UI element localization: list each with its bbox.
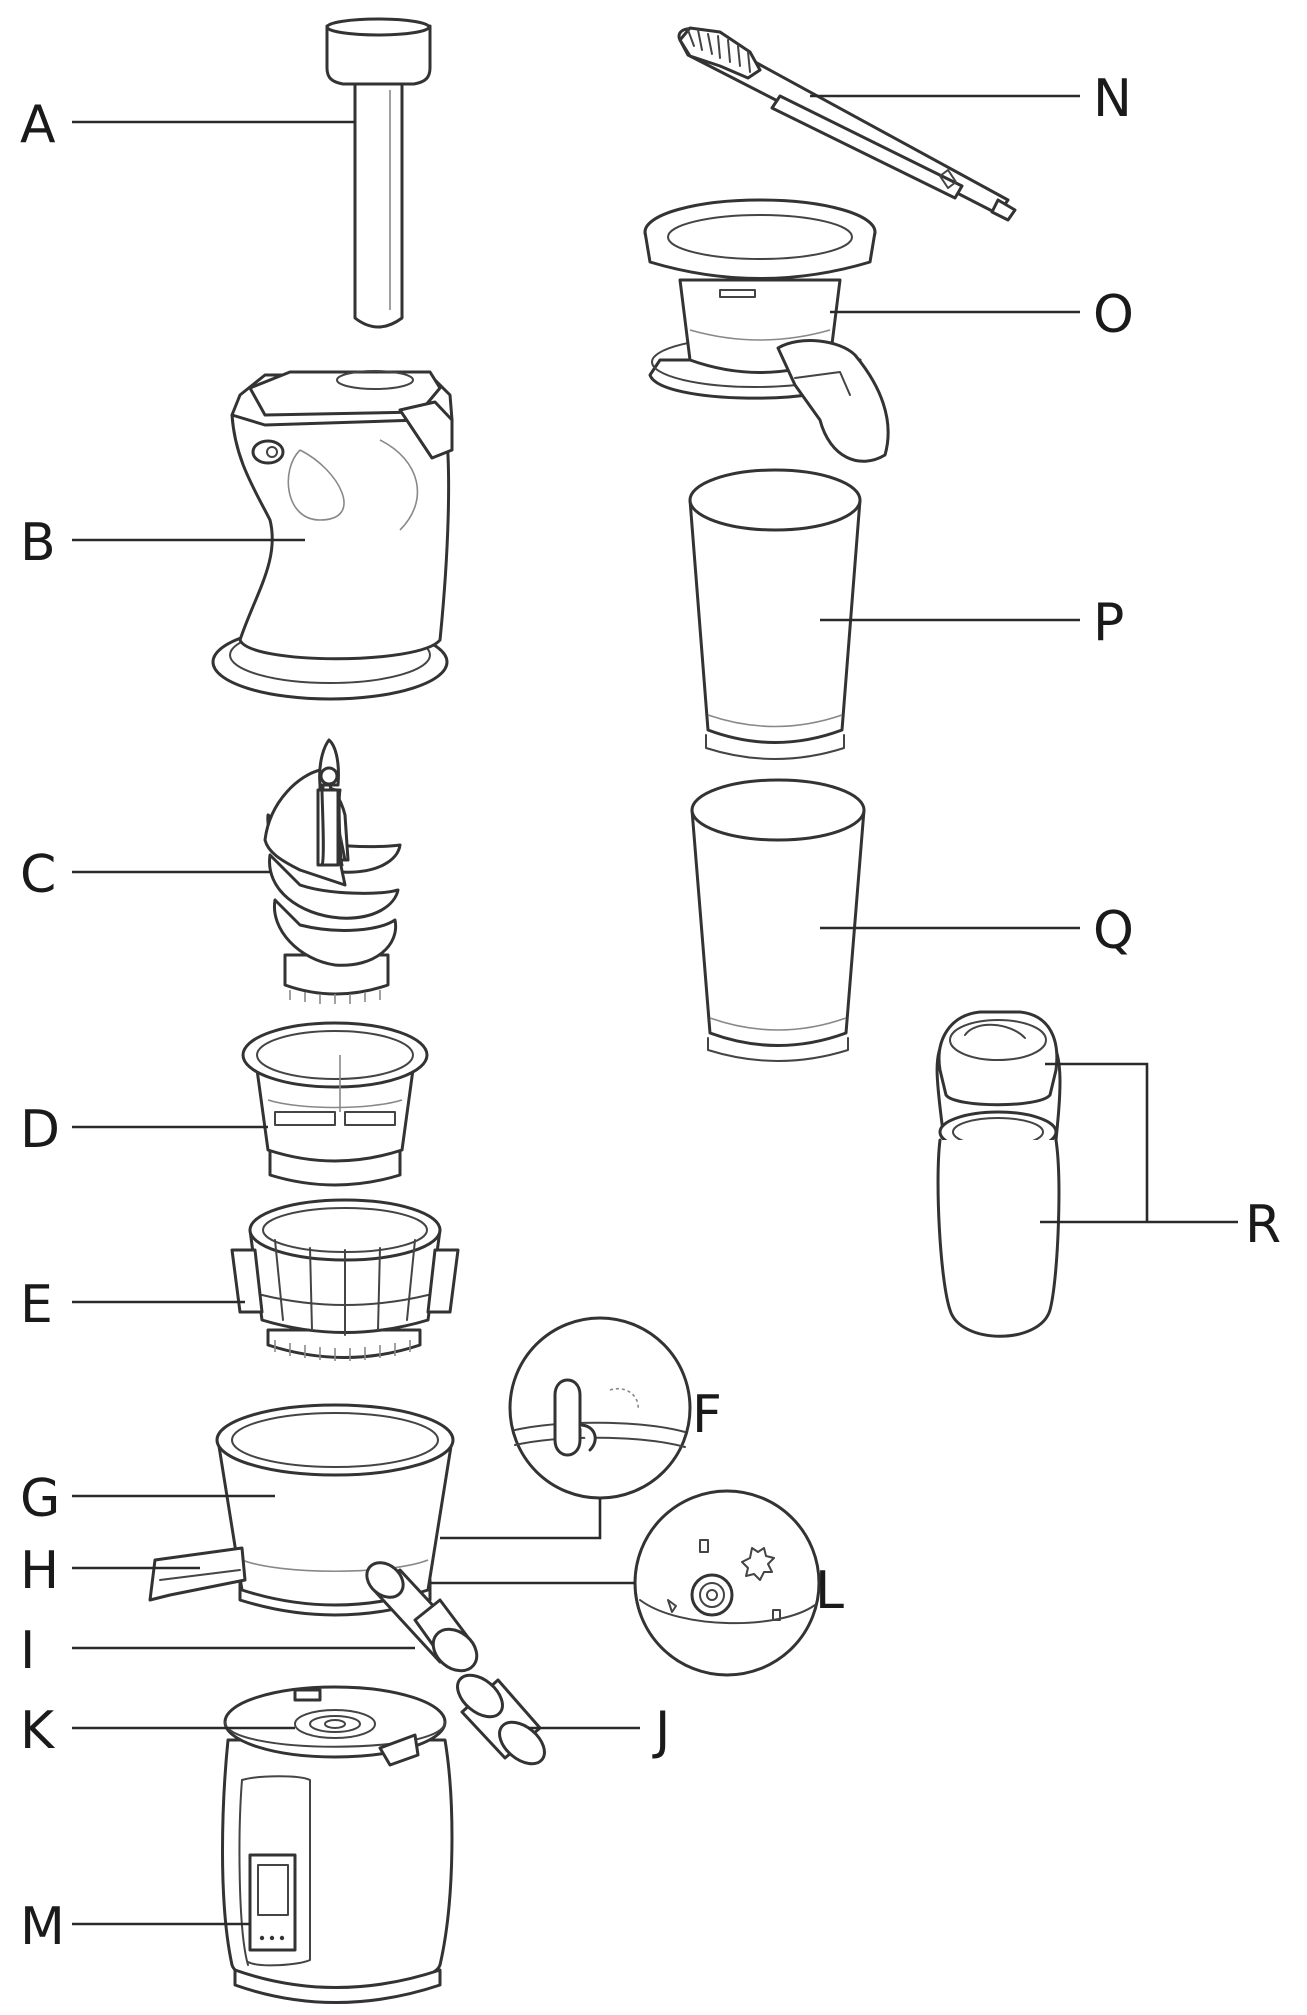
label-j: J <box>652 1701 670 1761</box>
part-i-juice-outlet <box>365 1561 479 1673</box>
part-d-strainer <box>241 1021 429 1187</box>
label-c: C <box>20 845 56 905</box>
label-m: M <box>20 1897 65 1957</box>
part-h-pulp-spout <box>148 1546 247 1602</box>
label-e: E <box>20 1275 53 1335</box>
part-a-pusher <box>325 17 432 329</box>
part-l-detail-bubble <box>633 1489 821 1677</box>
part-g-juicing-bowl <box>215 1403 455 1617</box>
leader-r <box>1040 1062 1238 1224</box>
part-f-detail-bubble <box>508 1316 692 1500</box>
label-q: Q <box>1093 901 1134 961</box>
part-o-pulp-container <box>643 198 890 463</box>
part-j-juice-cap <box>456 1673 546 1766</box>
leader-f <box>440 1498 602 1540</box>
label-n: N <box>1093 69 1132 129</box>
label-p: P <box>1093 593 1124 653</box>
label-r: R <box>1245 1195 1281 1255</box>
part-r-bottle <box>935 1010 1062 1338</box>
label-f: F <box>692 1385 722 1445</box>
part-n-cleaning-brush <box>677 26 1017 222</box>
label-o: O <box>1093 285 1134 345</box>
label-i: I <box>20 1621 35 1681</box>
part-q-cup <box>690 778 866 1062</box>
part-k-m-motor-base <box>221 1685 454 2004</box>
label-b: B <box>20 513 56 573</box>
part-b-hopper-lid <box>211 370 454 701</box>
part-e-rotating-brush <box>230 1198 460 1361</box>
label-a: A <box>20 95 56 155</box>
part-c-auger <box>263 738 402 1004</box>
label-g: G <box>20 1469 60 1529</box>
label-l: L <box>815 1561 844 1621</box>
part-p-cup <box>688 468 862 760</box>
label-h: H <box>20 1541 59 1601</box>
label-k: K <box>20 1701 56 1761</box>
label-d: D <box>20 1100 60 1160</box>
